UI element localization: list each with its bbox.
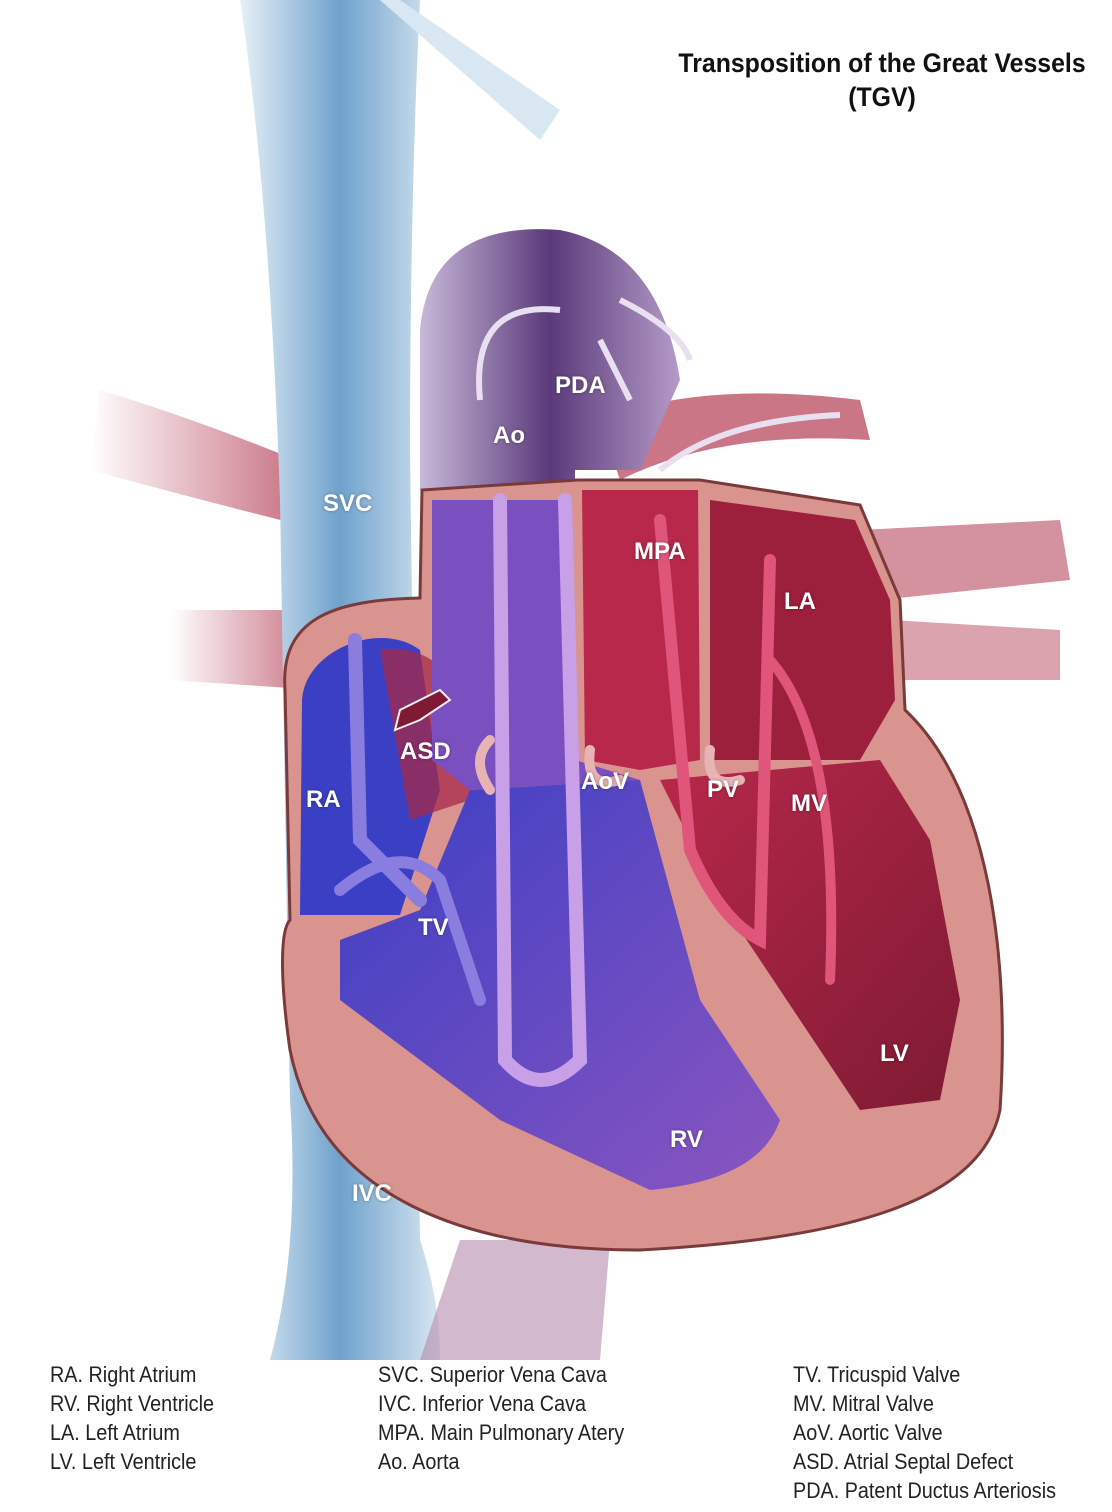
- left-ventricle: [660, 760, 960, 1110]
- legend-item: ASD. Atrial Septal Defect: [793, 1449, 1014, 1474]
- legend-item: RV. Right Ventricle: [50, 1391, 215, 1416]
- legend-item: TV. Tricuspid Valve: [793, 1362, 961, 1387]
- pulmonary-branches: [90, 390, 1070, 690]
- asd-arrow: [393, 688, 452, 732]
- label-pv: PV: [707, 776, 740, 803]
- label-ao: Ao: [493, 422, 525, 449]
- label-mv: MV: [791, 790, 827, 817]
- label-asd: ASD: [400, 738, 451, 765]
- label-aov: AoV: [581, 768, 629, 795]
- legend-column-2: SVC. Superior Vena Cava IVC. Inferior Ve…: [378, 1360, 624, 1476]
- legend-item: AoV. Aortic Valve: [793, 1420, 943, 1445]
- diagram-title: Transposition of the Great Vessels (TGV): [679, 46, 1086, 114]
- legend-item: PDA. Patent Ductus Arteriosis: [793, 1478, 1057, 1503]
- label-ra: RA: [306, 786, 341, 813]
- left-atrium: [710, 500, 895, 760]
- right-ventricle: [340, 780, 780, 1190]
- label-lv: LV: [880, 1040, 909, 1067]
- legend-item: RA. Right Atrium: [50, 1362, 197, 1387]
- legend-item: LV. Left Ventricle: [50, 1449, 197, 1474]
- label-rv: RV: [670, 1126, 703, 1153]
- title-line-2: (TGV): [848, 82, 917, 112]
- label-ivc: IVC: [352, 1180, 393, 1207]
- label-svc: SVC: [323, 490, 373, 517]
- label-tv: TV: [418, 914, 449, 941]
- title-line-1: Transposition of the Great Vessels: [678, 48, 1086, 78]
- legend-column-1: RA. Right Atrium RV. Right Ventricle LA.…: [50, 1360, 214, 1476]
- valve-leaflets: [334, 493, 837, 1087]
- legend-item: SVC. Superior Vena Cava: [378, 1362, 607, 1387]
- aorta: [420, 229, 680, 490]
- legend-column-3: TV. Tricuspid Valve MV. Mitral Valve AoV…: [793, 1360, 1056, 1505]
- legend-item: LA. Left Atrium: [50, 1420, 180, 1445]
- legend-item: MV. Mitral Valve: [793, 1391, 934, 1416]
- legend-item: MPA. Main Pulmonary Atery: [378, 1420, 625, 1445]
- flow-arrows: [476, 297, 841, 473]
- legend-item: Ao. Aorta: [378, 1449, 460, 1474]
- label-pda: PDA: [555, 372, 606, 399]
- label-mpa: MPA: [634, 538, 686, 565]
- label-la: LA: [784, 588, 816, 615]
- legend-item: IVC. Inferior Vena Cava: [378, 1391, 587, 1416]
